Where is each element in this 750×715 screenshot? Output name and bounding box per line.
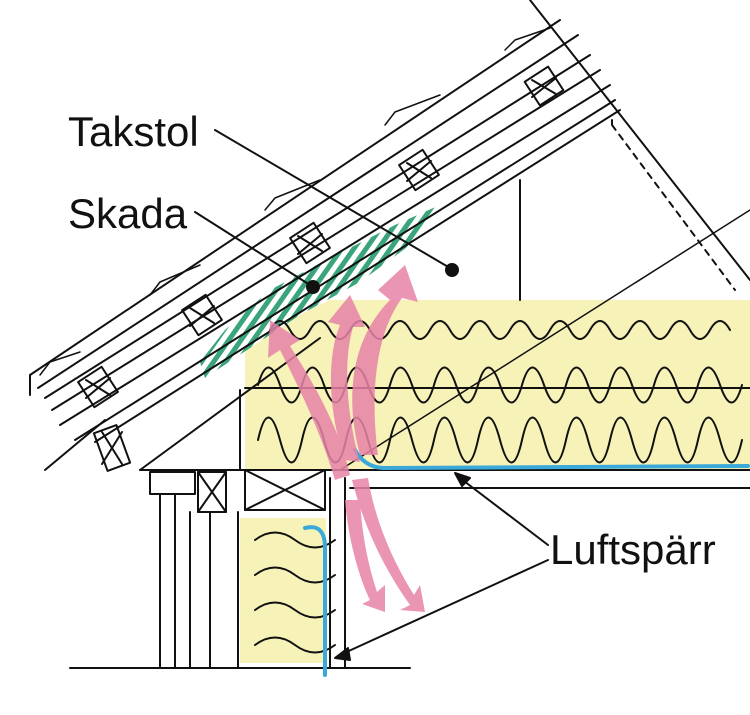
wall-insulation: [240, 518, 326, 663]
air-flow-arrows: [268, 265, 425, 612]
roof-layers: [29, 19, 621, 471]
insulation: [240, 300, 750, 663]
label-air-barrier: Luftspärr: [550, 526, 716, 573]
attic-insulation: [245, 300, 750, 470]
label-damage: Skada: [68, 190, 188, 237]
label-roof-truss: Takstol: [68, 108, 199, 155]
ceiling-wall-framing: [69, 389, 750, 669]
roof-battens: [77, 65, 565, 472]
roof-tiles: [39, 27, 551, 376]
leader-lines: [194, 129, 549, 661]
